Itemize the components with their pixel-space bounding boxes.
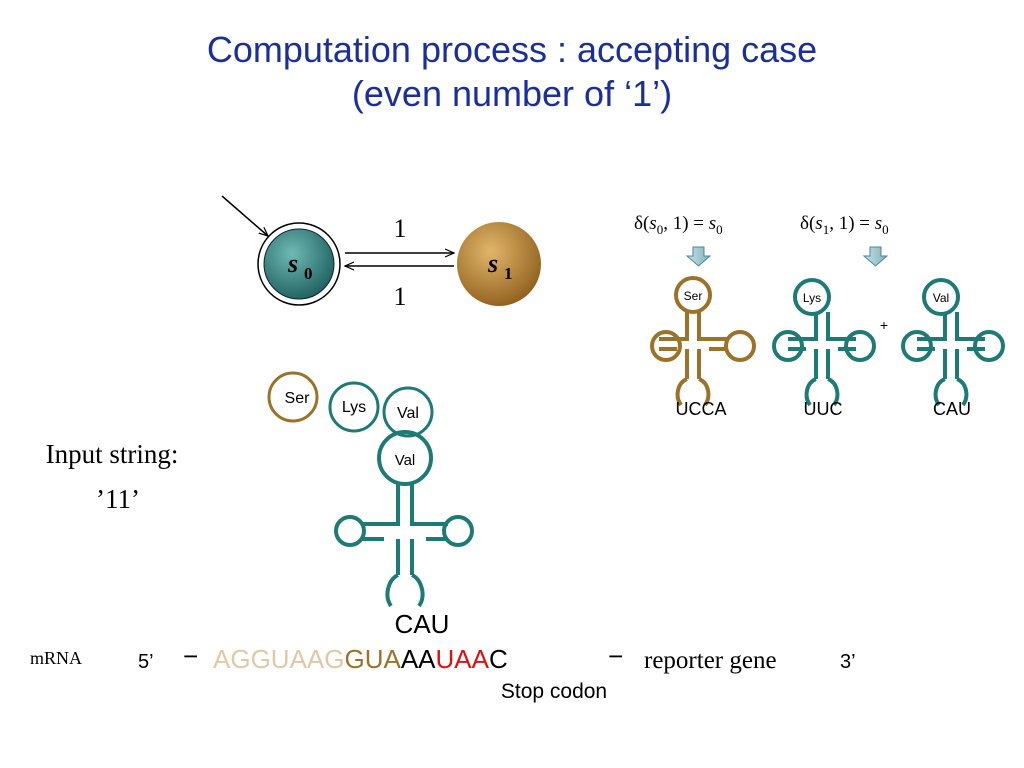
chain-ser-bead — [267, 371, 319, 423]
chain-lys-bead — [328, 381, 380, 433]
big-trna — [334, 430, 474, 608]
title-line-1: Computation process : accepting case — [206, 29, 818, 70]
mrna-seq-part: UAA — [436, 644, 490, 674]
trna-ser-amino-label: Ser — [684, 289, 703, 303]
transition-2-formula: δ(s1, 1) = s0 — [800, 213, 889, 237]
title-line-2: (even number of ‘1’) — [351, 73, 673, 114]
input-string-label: Input string: — [46, 439, 179, 469]
mrna-seq-part: C — [489, 644, 508, 674]
trna-lys-amino-label: Lys — [803, 291, 821, 305]
down-arrow-icon — [862, 246, 889, 267]
transition-1: δ(s0, 1) = s0 — [634, 213, 723, 267]
state-s1-index: 1 — [504, 264, 513, 283]
transition-1-formula: δ(s0, 1) = s0 — [634, 213, 723, 237]
mrna-five-prime: 5’ — [138, 651, 154, 673]
mrna-sequence: AGGUAAGGUAAAUAAC — [213, 644, 508, 674]
peptide-chain — [267, 371, 434, 438]
transition-2: δ(s1, 1) = s0 — [800, 213, 889, 267]
trna-val-anticodon: CAU — [933, 399, 971, 419]
chain-val-label: Val — [397, 405, 419, 422]
chain-lys-label: Lys — [342, 399, 366, 416]
down-arrow-icon — [685, 246, 712, 267]
mrna-label: mRNA — [30, 648, 82, 668]
automaton: s 0 s 1 1 1 — [221, 195, 541, 311]
input-string-value: ’11’ — [96, 484, 140, 514]
mrna-seq-part: AGGUAAG — [213, 644, 344, 674]
state-s0 — [263, 228, 335, 300]
edge-top-label: 1 — [394, 214, 407, 243]
edge-bottom-label: 1 — [394, 282, 407, 311]
trna-lys-anticodon: UUC — [804, 399, 843, 419]
plus-sign: + — [880, 317, 888, 333]
trna-val-amino-label: Val — [933, 291, 949, 305]
mrna-three-prime: 3’ — [840, 651, 856, 673]
trna-lys-rule — [772, 278, 876, 407]
mrna-seq-part: AA — [401, 644, 436, 674]
state-s0-index: 0 — [304, 264, 313, 283]
state-s0-letter: s — [287, 249, 298, 278]
trna-val-rule — [901, 278, 1005, 407]
reporter-gene-label: reporter gene — [644, 647, 777, 674]
state-s1-letter: s — [487, 249, 498, 278]
chain-val-bead — [382, 386, 434, 438]
big-trna-amino-label: Val — [395, 452, 416, 469]
mrna-dash-left: − — [183, 641, 198, 671]
mrna-seq-part: GUA — [344, 644, 401, 674]
trna-ser-rule — [650, 276, 756, 407]
stop-codon-label: Stop codon — [501, 680, 607, 703]
slide-title: Computation process : accepting case (ev… — [0, 28, 1024, 116]
chain-ser-label: Ser — [285, 390, 311, 407]
start-arrow — [221, 195, 268, 236]
trna-ser-anticodon: UCCA — [675, 399, 726, 419]
big-trna-anticodon: CAU — [395, 609, 450, 639]
mrna-dash-right: − — [608, 641, 623, 671]
state-s1 — [457, 222, 541, 306]
